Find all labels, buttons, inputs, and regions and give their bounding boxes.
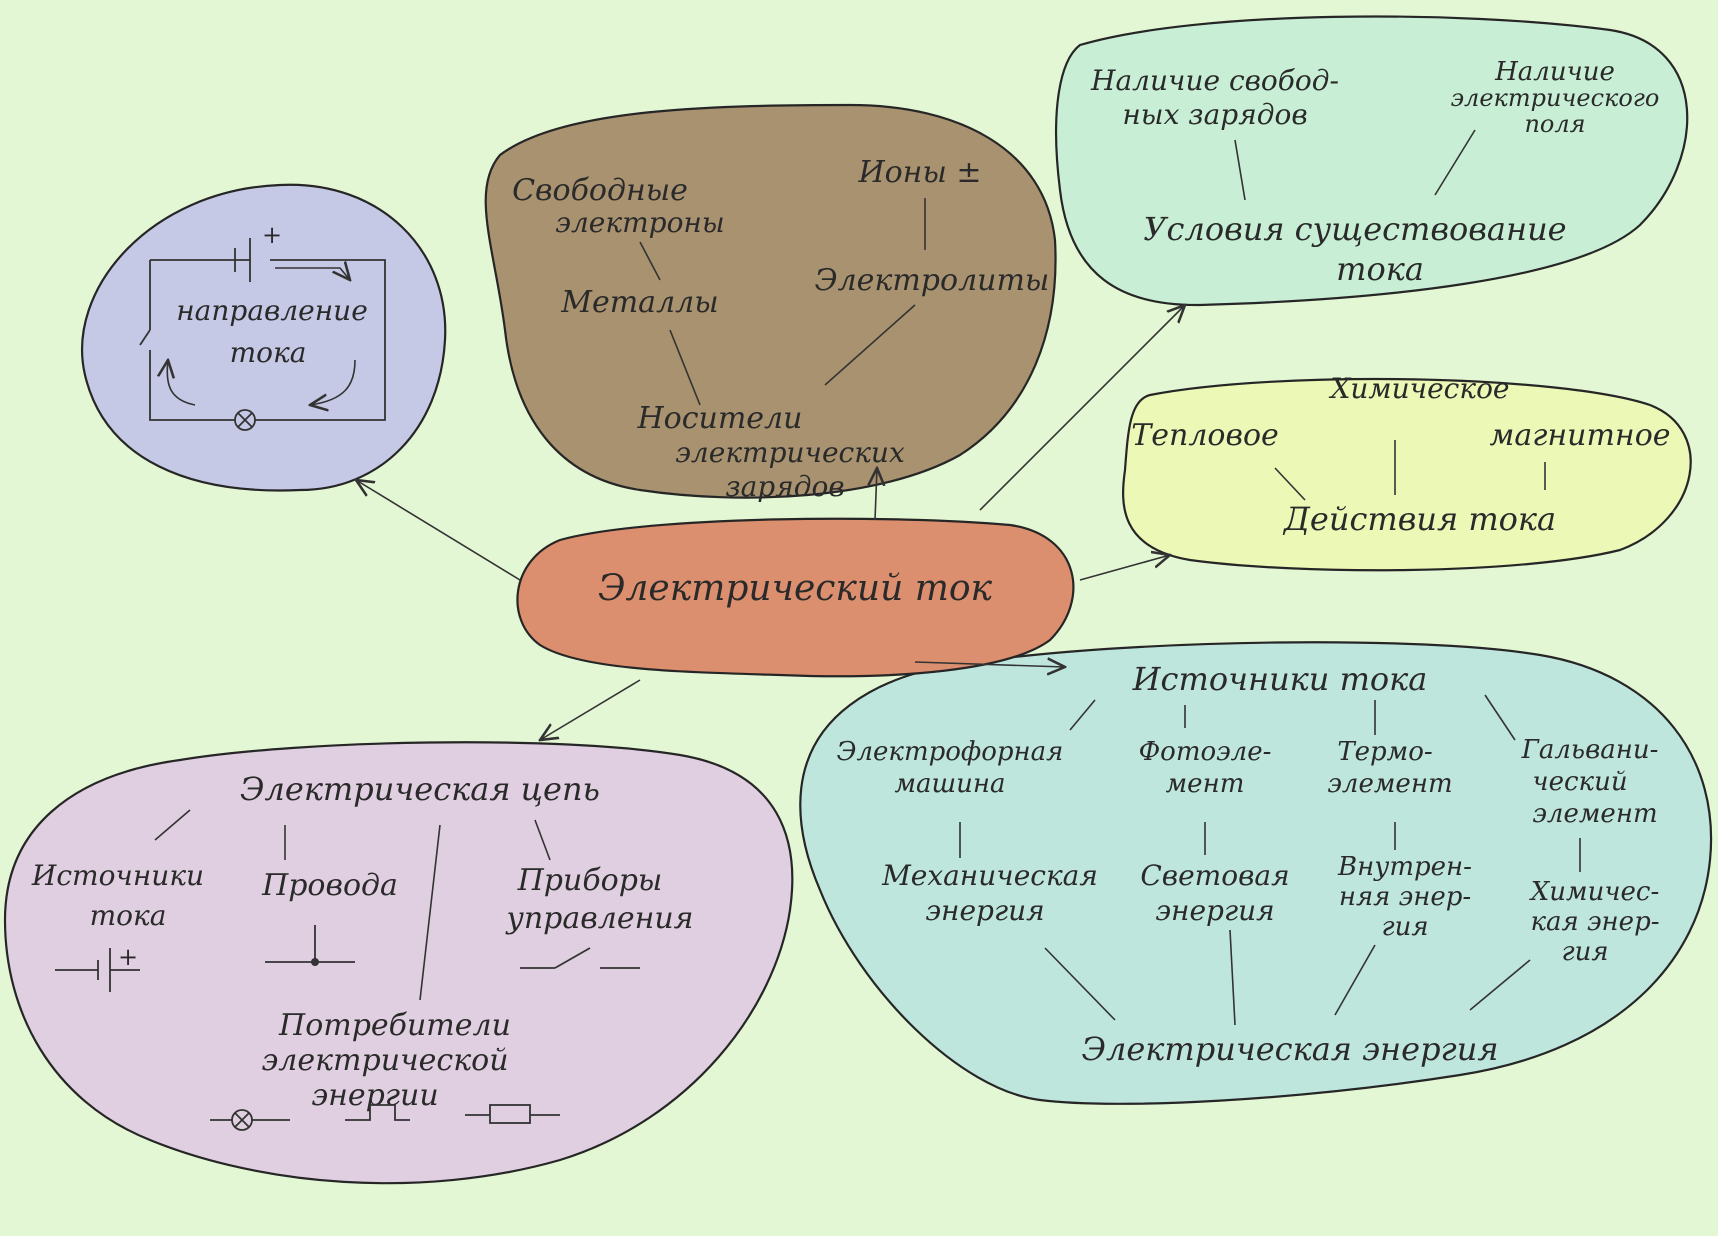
carriers-free-line1: Свободные [512, 173, 688, 208]
carriers-title-line2: электрических [675, 436, 905, 469]
circuit-plus: + [262, 221, 282, 249]
battery-icon [55, 948, 140, 992]
sources-mech-line2: энергия [925, 894, 1044, 927]
actions-title: Действия тока [1282, 500, 1556, 538]
carriers-free-line2: электроны [555, 206, 724, 239]
chain-consumers-line2: электрической [261, 1043, 508, 1078]
sources-machine-line1: Электрофорная [837, 737, 1064, 767]
actions-magnetic: магнитное [1489, 418, 1670, 453]
arrow-to-chain [540, 679, 641, 740]
sources-galvanic-line3: элемент [1532, 799, 1657, 829]
conditions-title-line2: тока [1336, 250, 1424, 288]
sources-machine-line2: машина [894, 769, 1005, 799]
chain-plus: + [118, 943, 138, 971]
carriers-title-line1: Носители [637, 401, 803, 436]
sources-mech-line1: Механическая [881, 859, 1098, 892]
lamp-icon [234, 409, 256, 431]
chain-wires: Провода [261, 868, 398, 903]
carriers-metals: Металлы [560, 285, 718, 320]
heater-consumer-icon [345, 1104, 410, 1121]
lamp-consumer-icon [210, 1109, 290, 1131]
sources-photo-line2: мент [1166, 769, 1245, 799]
sources-chem-line1: Химичес- [1529, 877, 1659, 907]
arrow-to-conditions [979, 305, 1185, 511]
sources-chem-line3: гия [1561, 937, 1608, 967]
sources-thermo-line1: Термо- [1337, 737, 1432, 767]
conditions-title-line1: Условия существование [1143, 210, 1566, 248]
center-label: Электрический ток [598, 568, 993, 609]
center-bubble [516, 517, 1075, 678]
arrow-to-sources [914, 662, 1065, 667]
sources-internal-line2: няя энер- [1339, 882, 1471, 912]
actions-thermal: Тепловое [1131, 418, 1279, 453]
chain-control-line2: управления [504, 901, 693, 936]
chain-source-line2: тока [90, 899, 167, 932]
chain-consumers-line1: Потребители [278, 1008, 511, 1043]
arrow-to-actions [1079, 555, 1170, 581]
circuit-diagram [139, 238, 386, 431]
conditions-free-line1: Наличие свобод- [1090, 64, 1339, 97]
conditions-field-line3: поля [1524, 110, 1585, 138]
conditions-bubble [1055, 15, 1689, 307]
sources-chem-line2: кая энер- [1530, 907, 1659, 937]
circuit-title-line2: тока [230, 336, 307, 369]
sources-internal-line1: Внутрен- [1337, 852, 1472, 882]
circuit-title-line1: направление [176, 294, 368, 327]
conditions-free-line2: ных зарядов [1122, 98, 1307, 131]
sources-bubble [799, 641, 1713, 1105]
carriers-bubble [484, 103, 1057, 499]
sources-electric-energy: Электрическая энергия [1081, 1030, 1498, 1068]
resistor-consumer-icon [465, 1104, 560, 1124]
conditions-field-line2: электрического [1451, 84, 1660, 112]
sources-internal-line3: гия [1381, 912, 1428, 942]
switch-icon [520, 947, 640, 969]
sources-thermo-line2: элемент [1327, 769, 1452, 799]
carriers-electrolytes: Электролиты [815, 263, 1050, 298]
conditions-field-line1: Наличие [1494, 57, 1615, 87]
sources-galvanic-line2: ческий [1532, 767, 1627, 797]
actions-chemical: Химическое [1328, 372, 1509, 405]
carriers-title-line3: зарядов [725, 470, 844, 503]
wire-icon [265, 925, 355, 966]
arrow-to-circuit [356, 480, 521, 581]
sources-galvanic-line1: Гальвани- [1521, 735, 1659, 765]
chain-control-line1: Приборы [517, 863, 663, 898]
arrow-to-carriers [875, 468, 877, 521]
chain-bubble [3, 741, 794, 1185]
sources-light-line2: энергия [1155, 894, 1274, 927]
carriers-ions: Ионы ± [857, 155, 981, 190]
sources-light-line1: Световая [1140, 859, 1289, 892]
chain-source-line1: Источники [31, 859, 204, 892]
chain-consumers-line3: энергии [311, 1078, 438, 1113]
sources-photo-line1: Фотоэле- [1139, 737, 1272, 767]
sources-title: Источники тока [1132, 660, 1428, 698]
chain-title: Электрическая цепь [240, 770, 600, 808]
actions-bubble [1122, 377, 1692, 572]
circuit-bubble [81, 183, 447, 492]
